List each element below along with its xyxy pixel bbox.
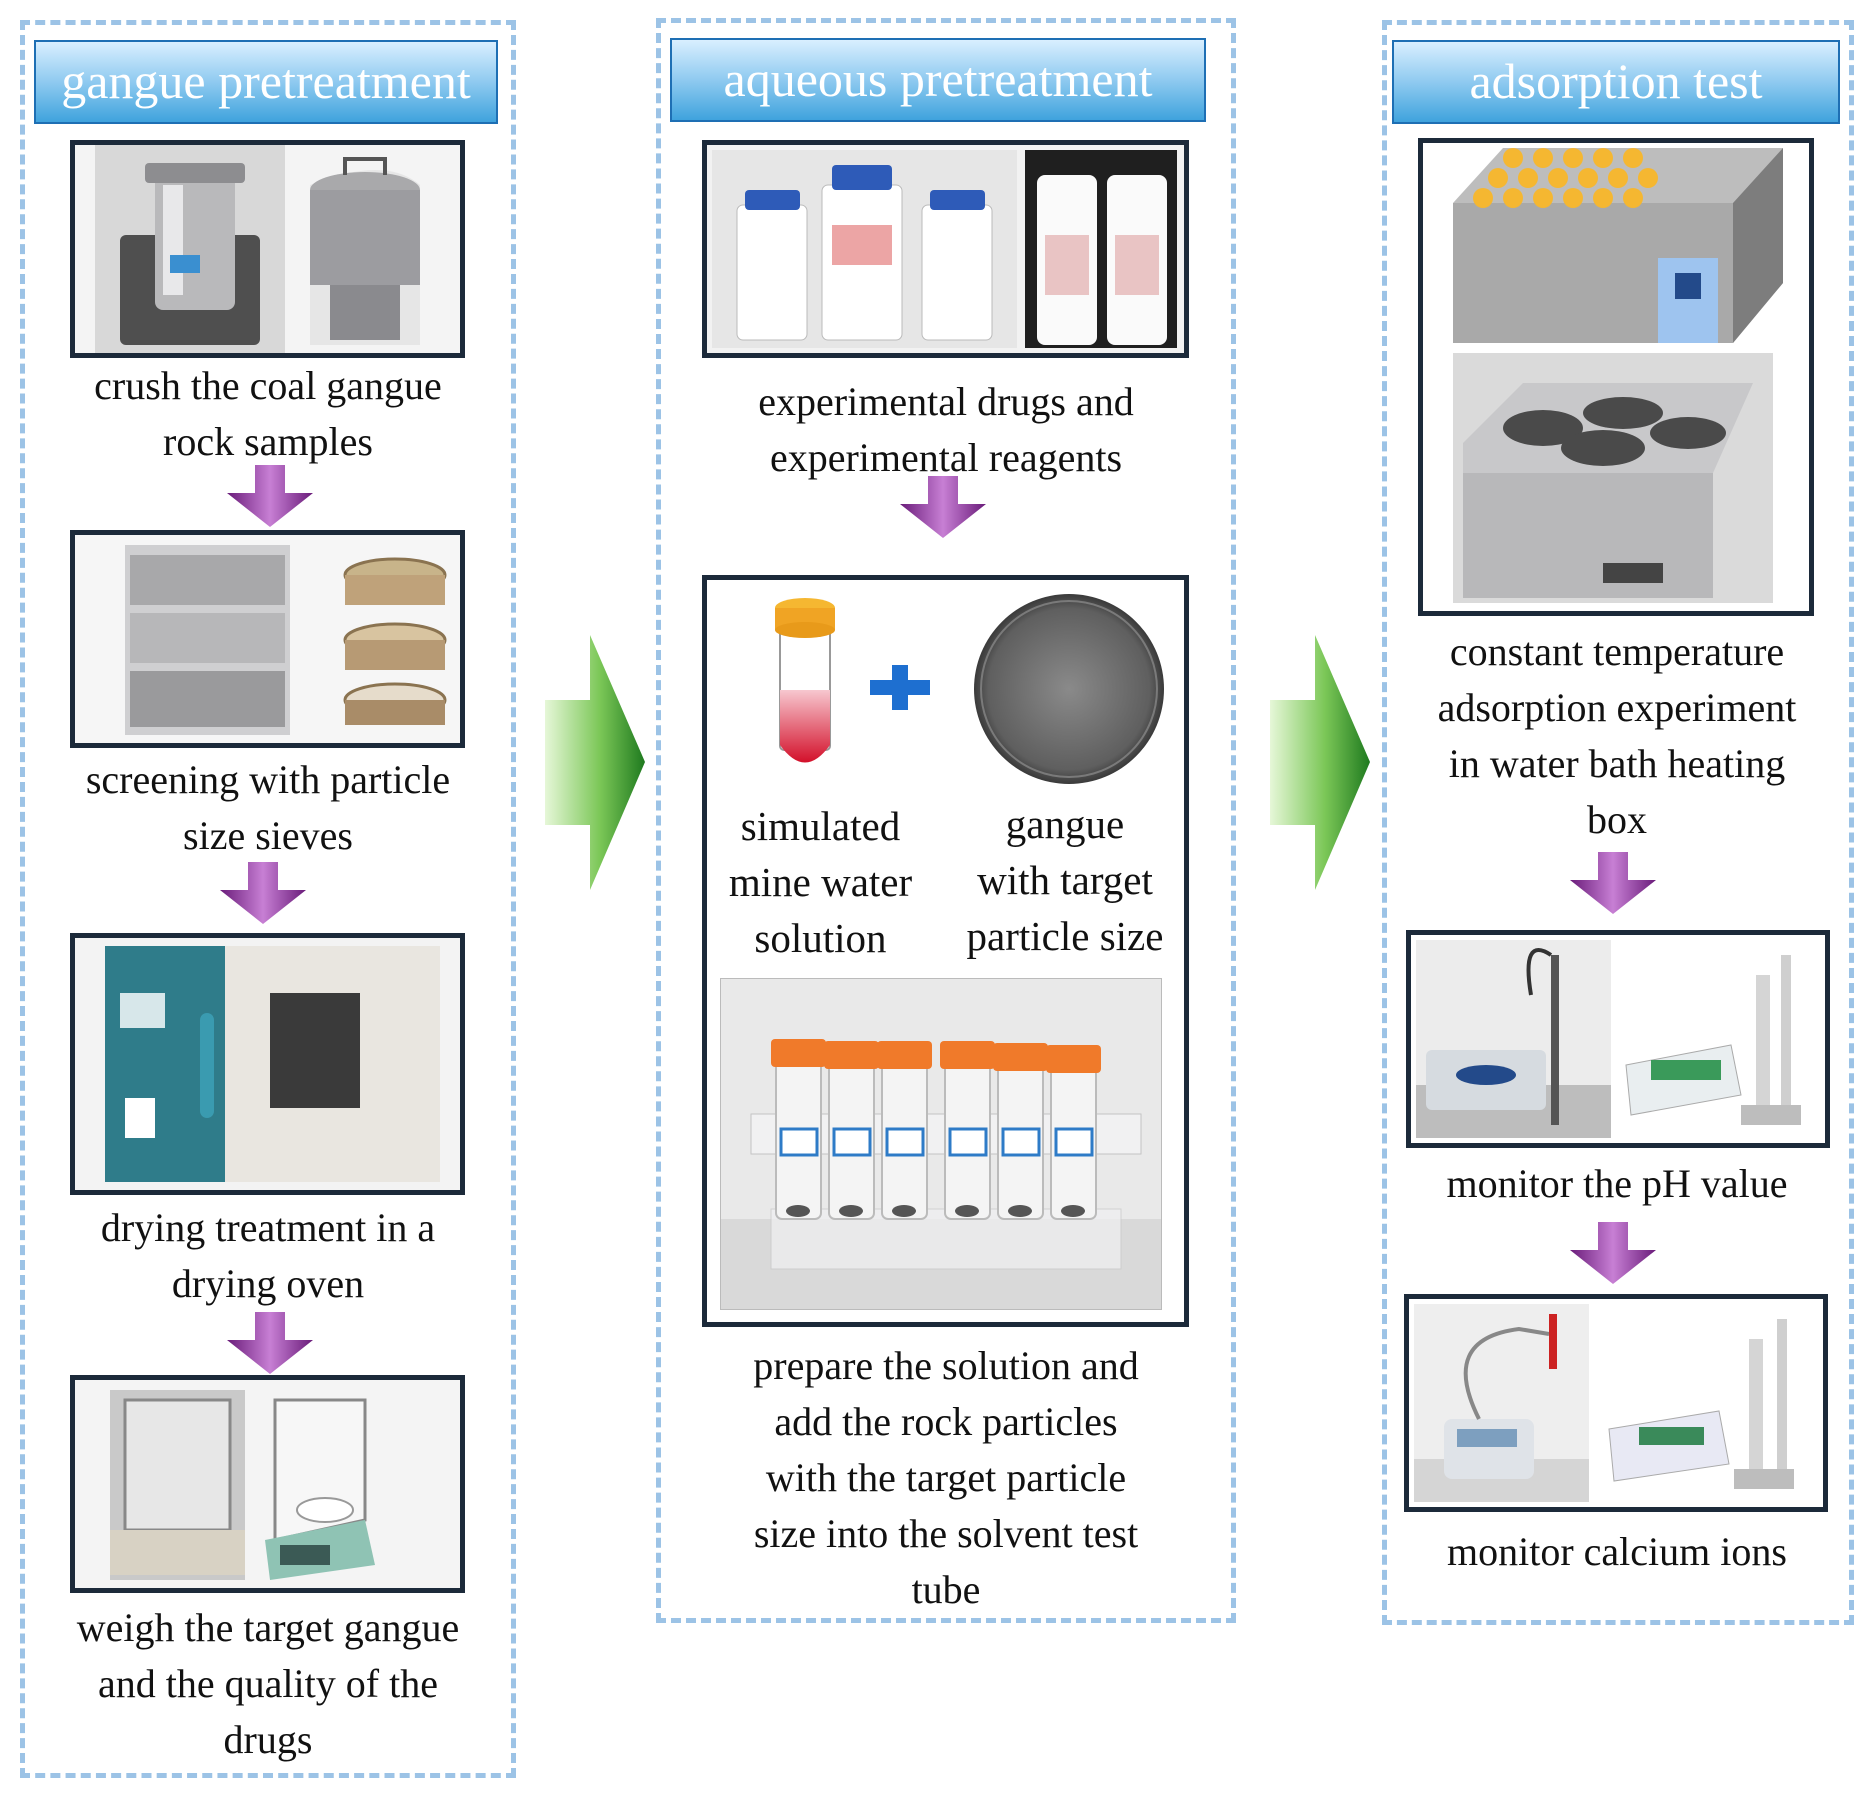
plus-icon: [870, 665, 930, 710]
caption-crush: crush the coal gangue rock samples: [94, 363, 442, 464]
caption-ph: monitor the pH value: [1446, 1161, 1788, 1206]
panel-adsorption-test: [1382, 20, 1854, 1625]
caption-gangue-target-size: gangue with target particle size: [966, 801, 1164, 959]
caption-prepare: prepare the solution and add the rock pa…: [753, 1343, 1139, 1612]
stage-arrow-right-icon: [1270, 635, 1370, 890]
header-adsorption-test: adsorption test: [1392, 40, 1840, 124]
image-test-tube-rack: [720, 978, 1162, 1310]
stage-arrow-right-icon: [545, 635, 645, 890]
image-ph-meter: [1406, 930, 1830, 1148]
flow-arrow-down-icon: [900, 476, 986, 538]
caption-weigh: weigh the target gangue and the quality …: [76, 1605, 460, 1762]
image-reagent-bottles: [702, 140, 1189, 358]
image-water-bath: [1418, 138, 1814, 616]
caption-drugs: experimental drugs and experimental reag…: [758, 379, 1134, 480]
flow-arrow-down-icon: [1570, 1222, 1656, 1284]
panel-aqueous-pretreatment: [656, 18, 1236, 1623]
caption-simulated-mine-water: simulated mine water solution: [728, 803, 913, 961]
gangue-particles-dish-icon: [974, 594, 1164, 784]
caption-screen: screening with particle size sieves: [85, 757, 451, 858]
header-aqueous-pretreatment: aqueous pretreatment: [670, 38, 1206, 122]
caption-constant-temperature: constant temperature adsorption experime…: [1437, 629, 1797, 842]
image-crusher: [70, 140, 465, 358]
caption-calcium: monitor calcium ions: [1447, 1529, 1787, 1574]
image-calcium-meter: [1404, 1294, 1828, 1512]
panel-gangue-pretreatment: [20, 20, 516, 1778]
flow-arrow-down-icon: [227, 1312, 313, 1374]
header-gangue-pretreatment: gangue pretreatment: [34, 40, 498, 124]
image-drying-oven: [70, 933, 465, 1195]
caption-dry: drying treatment in a drying oven: [100, 1205, 436, 1306]
flow-arrow-down-icon: [1570, 852, 1656, 914]
image-sieves: [70, 530, 465, 748]
flow-arrow-down-icon: [220, 862, 306, 924]
image-balance: [70, 1375, 465, 1593]
test-tube-icon: [775, 598, 835, 763]
flow-arrow-down-icon: [227, 465, 313, 527]
